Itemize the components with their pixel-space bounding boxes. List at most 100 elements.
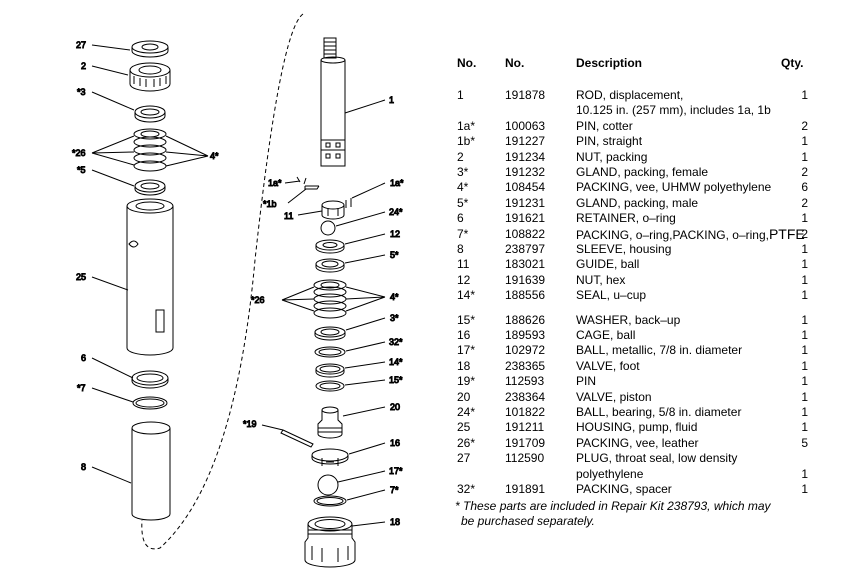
cell-description: 10.125 in. (257 mm), includes 1a, 1b xyxy=(576,103,771,118)
cell-qty: 2 xyxy=(801,118,808,133)
callout-20: 20 xyxy=(390,402,400,412)
callout-4: 4* xyxy=(210,151,219,161)
callout-32: 32* xyxy=(389,337,403,347)
cell-description: polyethylene xyxy=(576,466,644,481)
footnote: * These parts are included in Repair Kit… xyxy=(455,499,815,529)
header-qty: Qty. xyxy=(781,56,804,70)
cell-qty: 1 xyxy=(801,420,808,435)
cell-description: SLEEVE, housing xyxy=(576,242,672,256)
table-row: 10.125 in. (257 mm), includes 1a, 1b xyxy=(455,103,815,118)
cell-ref-no: 1a* xyxy=(457,118,476,133)
cell-part-no: 188556 xyxy=(505,288,546,303)
cell-description: BALL, bearing, 5/8 in. diameter xyxy=(576,405,742,419)
part-12-hex-nut xyxy=(315,239,345,254)
cell-description-suffix: PTFE xyxy=(768,225,805,242)
part-19-pin xyxy=(280,429,314,448)
part-3-female-gland-right xyxy=(314,326,346,341)
table-row: 8 238797 SLEEVE, housing 1 xyxy=(455,242,815,257)
callout-19: *19 xyxy=(243,419,257,429)
cell-description: PIN, straight xyxy=(576,134,643,149)
part-15-backup-washer xyxy=(315,380,345,392)
part-5-male-gland-right xyxy=(315,258,345,273)
part-11-ball-guide xyxy=(321,200,345,220)
cell-description: PACKING, o–ring,PACKING, o–ring,PTFE xyxy=(576,225,805,242)
cell-ref-no: 20 xyxy=(457,389,471,404)
cell-qty: 1 xyxy=(801,374,808,389)
cell-part-no: 191709 xyxy=(505,435,546,450)
part-18-foot-valve xyxy=(304,516,356,568)
cell-qty: 1 xyxy=(801,211,808,226)
cell-ref-no: 16 xyxy=(457,328,471,342)
cell-qty: 2 xyxy=(801,195,808,210)
cell-description: GLAND, packing, female xyxy=(576,165,709,179)
cell-qty: 1 xyxy=(801,242,808,256)
cell-description: NUT, hex xyxy=(576,272,626,287)
cell-ref-no: 8 xyxy=(457,242,464,256)
part-14-ucup-seal xyxy=(315,363,345,378)
part-25-pump-housing xyxy=(126,198,174,356)
callout-4-right: 4* xyxy=(390,292,399,302)
part-6-oring-retainer xyxy=(131,370,169,389)
cell-description: PACKING, vee, leather xyxy=(576,435,699,450)
part-5-male-gland xyxy=(134,179,166,196)
part-3-female-gland xyxy=(134,105,166,123)
table-row: polyethylene 1 xyxy=(455,467,815,482)
cell-part-no: 238797 xyxy=(505,242,546,256)
cell-ref-no: 24* xyxy=(457,405,476,419)
cell-ref-no: 26* xyxy=(457,435,476,450)
callout-26: *26 xyxy=(72,148,86,158)
callout-15: 15* xyxy=(389,375,403,385)
cell-part-no: 238365 xyxy=(505,358,546,373)
cell-description: VALVE, piston xyxy=(576,389,652,404)
cell-qty: 6 xyxy=(801,180,808,195)
cell-qty: 1 xyxy=(801,149,808,164)
part-2-packing-nut xyxy=(129,62,171,92)
cell-qty: 2 xyxy=(801,226,808,241)
cell-ref-no: 14* xyxy=(457,288,476,303)
callout-25: 25 xyxy=(76,272,86,282)
cell-ref-no: 3* xyxy=(457,165,469,179)
callout-24: 24* xyxy=(389,207,403,217)
cell-ref-no: 1b* xyxy=(457,134,476,149)
cell-qty: 1 xyxy=(801,466,808,481)
cell-description: PIN, cotter xyxy=(576,118,633,133)
cell-ref-no: 2 xyxy=(457,149,464,164)
cell-ref-no: 7* xyxy=(457,226,469,241)
table-row: 16 189593 CAGE, ball 1 xyxy=(455,328,815,343)
callout-14: 14* xyxy=(389,357,403,367)
cell-ref-no: 18 xyxy=(457,358,471,373)
header-part-no: No. xyxy=(505,56,525,70)
part-26-4-vee-packing-stack xyxy=(133,128,167,172)
cell-part-no: 189593 xyxy=(505,328,546,342)
cell-ref-no: 15* xyxy=(457,312,476,327)
part-20-piston-valve xyxy=(317,406,343,439)
cell-description: WASHER, back–up xyxy=(576,312,681,327)
cell-ref-no: 11 xyxy=(457,257,470,272)
cell-part-no: 183021 xyxy=(505,257,546,272)
cell-qty: 1 xyxy=(801,405,808,419)
part-27-throat-plug xyxy=(131,40,169,58)
footnote-line-1: * These parts are included in Repair Kit… xyxy=(455,499,771,513)
callout-3: *3 xyxy=(77,87,86,97)
cell-description: PACKING, spacer xyxy=(576,482,672,496)
cell-part-no: 191891 xyxy=(505,482,546,496)
cell-description: HOUSING, pump, fluid xyxy=(576,420,698,435)
cell-description: PACKING, vee, UHMW polyethylene xyxy=(576,180,772,195)
part-8-housing-sleeve xyxy=(131,421,171,521)
cell-ref-no: 19* xyxy=(457,374,476,389)
cell-qty: 1 xyxy=(801,328,808,342)
cell-description: CAGE, ball xyxy=(576,328,636,342)
